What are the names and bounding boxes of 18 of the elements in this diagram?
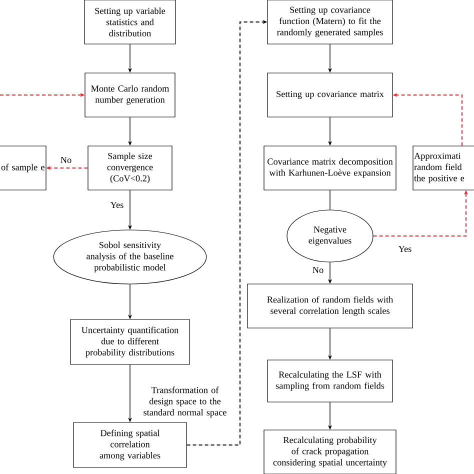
- process-box: Recalculating probability of crack propagation considering spatial uncertainty: [264, 430, 396, 474]
- process-box: Recalculating the LSF with sampling from random fields: [267, 360, 393, 402]
- process-box: Setting up covariance matrix: [267, 72, 393, 118]
- process-box: of sample e: [0, 146, 46, 190]
- process-box: Sample size convergence (CoV<0.2): [88, 146, 172, 190]
- edge-label: No: [307, 266, 329, 274]
- edge-label: No: [55, 156, 77, 164]
- process-box: Defining spatial correlation among variables: [73, 422, 187, 468]
- process-box: Setting up covariance function (Matern) to fit the randomly generated samples: [267, 0, 393, 44]
- process-box: Approximati random field the positive e: [412, 146, 474, 190]
- process-box: Uncertainty quantification due to different probability distributions: [70, 319, 190, 365]
- process-box: Realization of random fields with several correlation length scales: [247, 284, 413, 328]
- process-box: Monte Carlo random number generation: [84, 72, 176, 118]
- process-box: Covariance matrix decomposition with Karhunen-Loève expansion: [264, 146, 396, 190]
- edge-label: Yes: [394, 244, 416, 254]
- edge-label: Transformation of design space to the standard normal space: [134, 386, 236, 418]
- edge-label: Yes: [106, 200, 128, 210]
- process-box: Setting up variable statistics and distribution: [84, 0, 176, 44]
